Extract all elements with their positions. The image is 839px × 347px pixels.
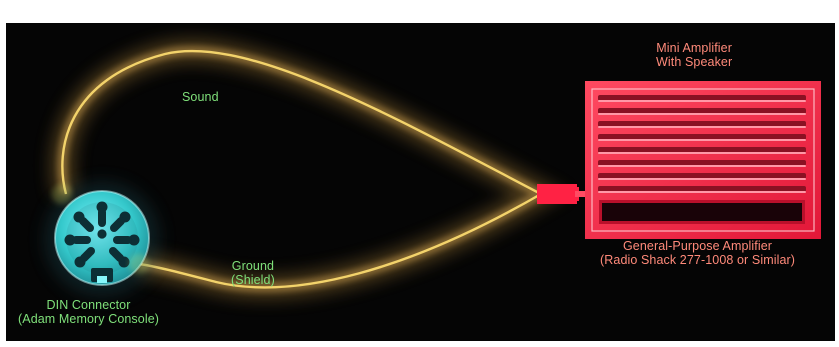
wiring-diagram: [6, 23, 835, 341]
ground-label-line-2: (Shield): [231, 273, 275, 287]
amplifier-caption: General-Purpose Amplifier (Radio Shack 2…: [600, 239, 795, 267]
amplifier-speaker-icon: [537, 81, 821, 239]
amplifier-title-line-2: With Speaker: [656, 55, 732, 69]
din-connector-label: DIN Connector (Adam Memory Console): [18, 298, 159, 326]
din-connector-label-line-2: (Adam Memory Console): [18, 312, 159, 326]
ground-label-line-1: Ground: [231, 259, 275, 273]
ground-label: Ground (Shield): [231, 259, 275, 287]
diagram-frame: Sound Ground (Shield) DIN Connector (Ada…: [6, 23, 835, 341]
amplifier-caption-line-2: (Radio Shack 277-1008 or Similar): [600, 253, 795, 267]
sound-label: Sound: [182, 90, 219, 104]
din-connector-label-line-1: DIN Connector: [18, 298, 159, 312]
amplifier-title: Mini Amplifier With Speaker: [656, 41, 732, 69]
amplifier-title-line-1: Mini Amplifier: [656, 41, 732, 55]
din-connector-icon: [44, 181, 160, 297]
amplifier-caption-line-1: General-Purpose Amplifier: [600, 239, 795, 253]
